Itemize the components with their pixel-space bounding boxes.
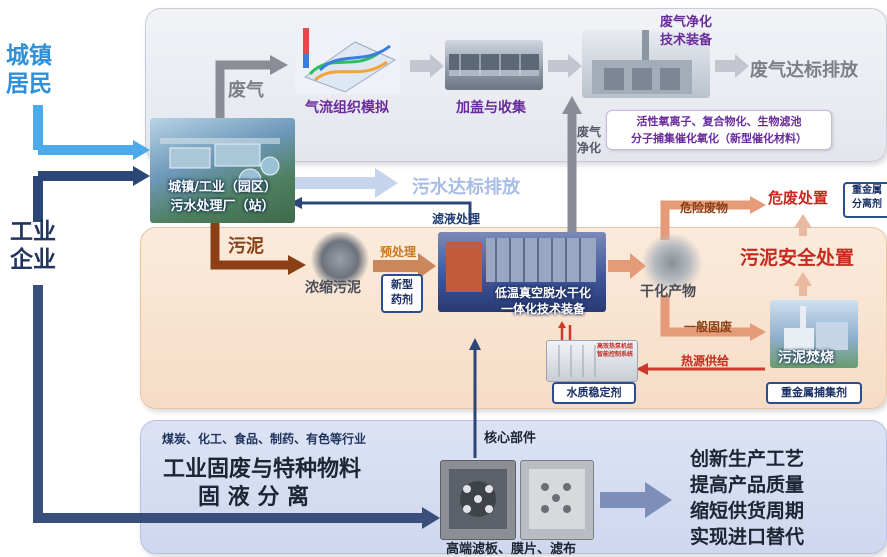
cover-collection-image <box>445 40 543 90</box>
heat-supply-label: 热源供给 <box>681 354 730 368</box>
domestic-sewage-label: 生活污水 <box>48 132 101 147</box>
gas-tech-note-box: 活性氧离子、复合物化、生物滤池 分子捕集催化氧化（新型催化材料） <box>606 110 832 150</box>
industrial-wastewater-label: 工业废水 <box>48 186 101 201</box>
dewater-equipment-image <box>438 232 606 312</box>
new-agent-box: 新型 药剂 <box>381 274 423 313</box>
plant-label: 城镇/工业（园区） 污水处理厂（站） <box>168 180 277 214</box>
urban-residents-label: 城镇 居民 <box>6 43 52 97</box>
gas-arrow <box>215 60 272 125</box>
gas-label: 废气 <box>228 80 264 101</box>
parts-label: 高端滤板、膜片、滤布 <box>446 542 577 557</box>
heater-note: 高效热泵机组 智能控制系统 <box>597 343 634 358</box>
dried-product-image <box>641 234 703 292</box>
incineration-label: 污泥焚烧 <box>778 350 834 366</box>
gas-tech-note: 活性氧离子、复合物化、生物滤池 分子捕集催化氧化（新型催化材料） <box>631 115 807 145</box>
gas-step-arrow-2 <box>548 54 582 78</box>
safe-disposal-label: 污泥安全处置 <box>740 247 855 269</box>
benefits-arrow <box>600 482 672 518</box>
gas-purify-vertical-label: 废气 净化 <box>577 125 602 155</box>
benefit-item: 实现进口替代 <box>690 526 805 548</box>
membrane-image <box>520 460 594 540</box>
filtrate-label: 滤液处理 <box>432 212 481 226</box>
benefit-item: 缩短供货周期 <box>690 500 805 522</box>
industrial-enterprises-label: 工业 企业 <box>10 219 56 273</box>
solid-title-1: 工业固废与特种物料 <box>163 457 362 482</box>
filter-plate-image <box>440 460 516 540</box>
gas-step-arrow-3 <box>715 54 749 78</box>
thickened-sludge-image <box>310 232 370 287</box>
gas-purify-equipment-label: 废气净化 技术装备 <box>660 15 713 48</box>
gas-step-arrow-1 <box>410 54 444 78</box>
hazardous-waste-label: 危险废物 <box>680 201 729 215</box>
dried-product-label: 干化产物 <box>640 284 696 300</box>
water-discharge-label: 污水达标排放 <box>412 177 520 198</box>
solid-title-2: 固 液 分 离 <box>198 485 309 510</box>
water-discharge-arrow <box>292 168 398 198</box>
heavy-metal-capture-box: 重金属捕集剂 <box>766 382 862 404</box>
water-stabilizer-image: 高效热泵机组 智能控制系统 <box>546 340 638 382</box>
sludge-arrow <box>210 215 290 270</box>
general-solid-waste-label: 一般固废 <box>684 320 733 334</box>
industries-label: 煤炭、化工、食品、制药、有色等行业 <box>162 432 367 446</box>
gas-discharge-label: 废气达标排放 <box>750 60 858 81</box>
airflow-simulation-label: 气流组织模拟 <box>305 100 389 116</box>
general-solid-arrow <box>660 295 752 337</box>
enterprise-to-separation-arrow <box>33 285 425 523</box>
hazardous-arrow <box>660 200 752 240</box>
plant-photo <box>150 118 295 223</box>
sludge-label: 污泥 <box>228 236 264 257</box>
airflow-simulation-image <box>295 22 400 94</box>
gas-purification-image <box>582 30 710 98</box>
thickened-sludge-label: 浓缩污泥 <box>305 280 361 296</box>
benefit-item: 创新生产工艺 <box>690 448 805 470</box>
hazardous-disposal-label: 危废处置 <box>768 189 829 207</box>
water-stabilizer-box: 水质稳定剂 <box>552 382 636 404</box>
dewater-equipment-label: 低温真空脱水干化 一体化技术装备 <box>494 286 591 316</box>
incineration-image <box>770 300 858 368</box>
benefit-item: 提高产品质量 <box>690 474 805 496</box>
cover-collection-label: 加盖与收集 <box>456 100 526 116</box>
core-parts-label: 核心部件 <box>484 431 537 446</box>
dewater-to-dried-arrow <box>608 253 646 279</box>
pretreatment-label: 预处理 <box>380 245 417 259</box>
pretreatment-arrow <box>373 253 436 279</box>
heavy-metal-agent-box: 重金属 分离剂 <box>843 182 887 218</box>
benefits-list: 创新生产工艺 提高产品质量 缩短供货周期 实现进口替代 <box>690 446 804 550</box>
filtrate-return-arrow <box>300 201 472 225</box>
